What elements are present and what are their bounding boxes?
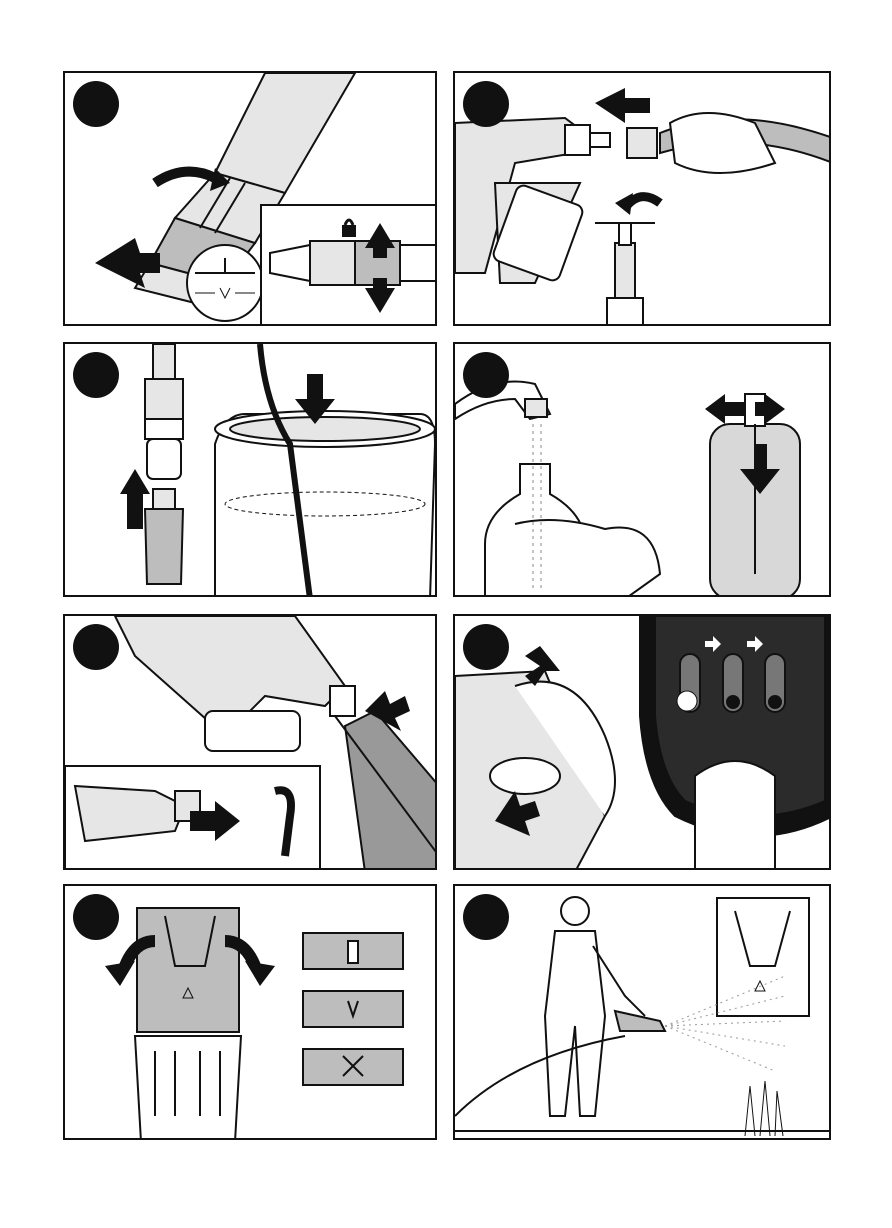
- light-icon: [677, 691, 697, 711]
- step-number-badge: [463, 624, 509, 670]
- step-number-badge: [463, 894, 509, 940]
- barrel-illustration: [65, 344, 437, 597]
- step-panel-5: [63, 614, 437, 870]
- curved-arrow-icon: [105, 961, 135, 986]
- step-panel-2: [453, 71, 831, 326]
- step-number-badge: [73, 352, 119, 398]
- hose-connect-illustration: [455, 73, 831, 326]
- curved-arrow-icon: [615, 193, 633, 215]
- step-panel-8: [453, 884, 831, 1140]
- step-number-badge: [73, 894, 119, 940]
- bottle-attach-illustration: [65, 616, 437, 870]
- bottle-fill-illustration: [455, 344, 831, 597]
- step-number-badge: [463, 352, 509, 398]
- step-panel-4: [453, 342, 831, 597]
- arrow-icon: [595, 88, 650, 123]
- arrow-icon: [705, 394, 745, 424]
- step-panel-1: [63, 71, 437, 326]
- step-panel-6: [453, 614, 831, 870]
- spraying-illustration: [455, 886, 831, 1140]
- nozzle-illustration: [65, 73, 437, 326]
- step-number-badge: [73, 81, 119, 127]
- step-number-badge: [73, 624, 119, 670]
- step-panel-3: [63, 342, 437, 597]
- zoom-detail: [187, 245, 263, 321]
- step-number-badge: [463, 81, 509, 127]
- lock-icon: [342, 225, 356, 237]
- control-panel-illustration: [455, 616, 831, 870]
- step-panel-7: [63, 884, 437, 1140]
- spray-pattern-illustration: [65, 886, 437, 1140]
- curved-arrow-icon: [245, 961, 275, 986]
